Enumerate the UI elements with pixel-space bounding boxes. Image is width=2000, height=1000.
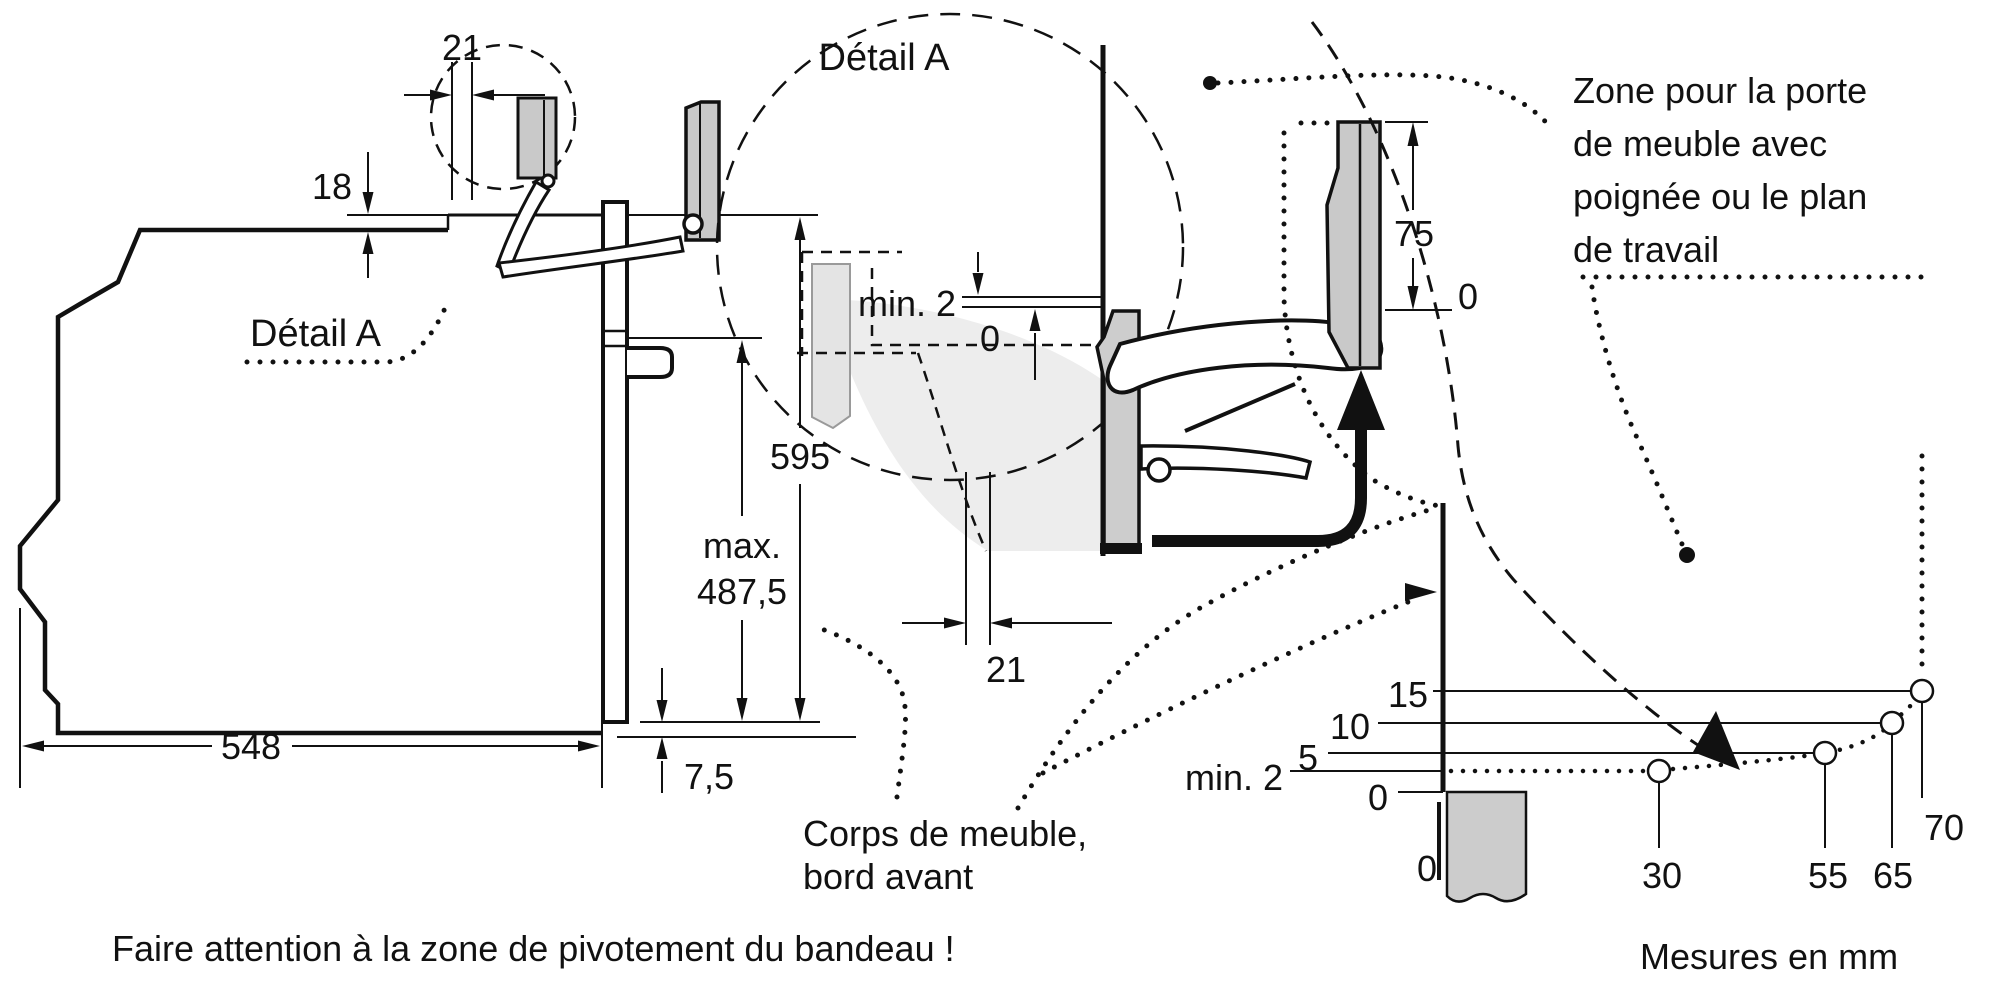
chart-y-15: 15 xyxy=(1388,674,1428,715)
dim-21-arrow-right xyxy=(430,89,452,101)
annotations: Zone pour la porte de meuble avec poigné… xyxy=(112,70,1926,977)
pivot-arm-bump xyxy=(1146,457,1172,483)
point-drop-lines xyxy=(1658,702,1923,848)
min2-gap-lines xyxy=(962,296,1103,308)
dim-min2-label: min. 2 xyxy=(858,283,956,324)
bandeau-closed-small xyxy=(516,96,558,180)
dim-18-arrow-down xyxy=(362,192,374,214)
ghost-dashed-outline xyxy=(797,250,916,356)
detail-circle-small xyxy=(429,43,577,191)
dim-595-label: 595 xyxy=(770,436,830,477)
detail-a-view: Détail A 75 0 min. 2 0 xyxy=(715,12,1740,770)
chart-x-0: 0 xyxy=(1417,848,1437,889)
zone-leader-dotted xyxy=(1215,72,1554,131)
pivot-arm-small-b xyxy=(497,235,685,279)
zone-boundary-dotted xyxy=(1281,120,1443,509)
dim-21-detail-label: 21 xyxy=(986,649,1026,690)
bandeau-bottom-cap xyxy=(1100,543,1142,554)
pivot-sweep-zone xyxy=(824,299,1101,551)
zone-diagonal-dotted xyxy=(1589,284,1685,547)
clearance-chart: 15 10 5 min. 2 0 0 30 55 65 70 xyxy=(1185,453,1964,903)
dim-max-label: max. xyxy=(703,525,781,566)
left-oven-side-view: 21 18 Détail A 595 max. 487,5 7,5 xyxy=(17,27,856,797)
hinge-circle-small xyxy=(682,213,704,235)
chart-x-70: 70 xyxy=(1924,807,1964,848)
dim-21-extensions xyxy=(451,62,473,200)
chart-x-55: 55 xyxy=(1808,855,1848,896)
bandeau-ghost xyxy=(811,263,851,430)
pivot-arm-closed xyxy=(1139,444,1313,481)
bandeau-open-large xyxy=(1325,120,1382,370)
dim-75-ticks xyxy=(1385,121,1452,311)
hinge-pin-small xyxy=(540,173,556,189)
zero-reference-dashed xyxy=(870,268,1097,347)
dim-75mm-arrow-down xyxy=(656,700,668,722)
dim-548-extensions xyxy=(19,608,603,788)
dim-75mm-arrow-up xyxy=(656,737,668,759)
min2-arrow-down xyxy=(972,273,984,295)
dim-18-arrow-up xyxy=(362,232,374,254)
pivot-arm-link xyxy=(1184,382,1296,433)
pivot-radius-dashed xyxy=(1310,21,1705,751)
zone-note-line4: de travail xyxy=(1573,229,1719,270)
door-handle xyxy=(627,346,674,379)
zone-end-dot xyxy=(1679,547,1695,563)
swing-arrow-head xyxy=(1337,370,1385,430)
point-55 xyxy=(1812,740,1838,766)
chart-y-5: 5 xyxy=(1298,737,1318,778)
dim-21-detail-extensions xyxy=(965,472,991,645)
point-65 xyxy=(1879,710,1905,736)
zone-note-line2: de meuble avec xyxy=(1573,123,1827,164)
corps-note-line1: Corps de meuble, xyxy=(803,813,1087,854)
dim-max-value: 487,5 xyxy=(697,571,787,612)
detail-title: Détail A xyxy=(819,37,951,79)
zone-anchor-dot xyxy=(1203,76,1217,90)
detail-ref-label: Détail A xyxy=(250,313,382,355)
corps-leader-left xyxy=(810,623,908,800)
zone-note-line3: poignée ou le plan xyxy=(1573,176,1867,217)
chart-x-30: 30 xyxy=(1642,855,1682,896)
detail-circle-large xyxy=(715,12,1185,482)
sweep-dashed-boundary xyxy=(916,352,988,552)
bottom-reference-lines xyxy=(617,721,856,738)
units-text: Mesures en mm xyxy=(1640,936,1898,977)
door-panel-gap xyxy=(603,329,627,348)
dim-548-label: 548 xyxy=(221,726,281,767)
dim-zero-label: 0 xyxy=(980,318,1000,359)
warning-text: Faire attention à la zone de pivotement … xyxy=(112,928,955,969)
chart-x-65: 65 xyxy=(1873,855,1913,896)
corps-note-line2: bord avant xyxy=(803,856,973,897)
dim-75-zero-label: 0 xyxy=(1458,276,1478,317)
furniture-panel-section xyxy=(1445,790,1528,903)
corps-leader-right xyxy=(1040,599,1411,776)
pivot-radius-arrow xyxy=(1693,711,1740,770)
dim-21-left-label: 21 xyxy=(442,27,482,68)
point-70 xyxy=(1909,678,1935,704)
chart-y-0: 0 xyxy=(1368,777,1388,818)
dim-7-5-label: 7,5 xyxy=(684,756,734,797)
dim-21-arrow-left xyxy=(472,89,494,101)
zone-note-line1: Zone pour la porte xyxy=(1573,70,1867,111)
zero-arrow-up xyxy=(1029,309,1041,331)
point-30 xyxy=(1646,758,1672,784)
oven-door-front xyxy=(601,200,629,724)
dim-18-label: 18 xyxy=(312,166,352,207)
corps-leader-arrow xyxy=(1405,583,1437,601)
chart-y-10: 10 xyxy=(1330,706,1370,747)
oven-outline xyxy=(17,227,601,736)
chart-y-min2: min. 2 xyxy=(1185,757,1283,798)
swing-arrow-shaft xyxy=(1152,428,1367,547)
